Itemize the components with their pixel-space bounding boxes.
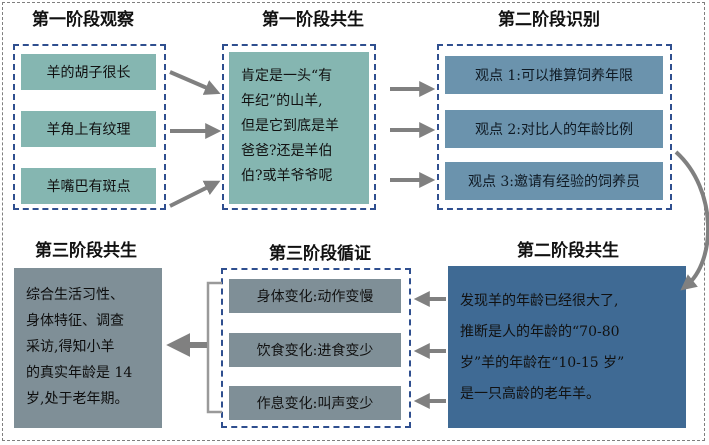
arrow-curve-down — [674, 150, 709, 291]
stage1-observe-title: 第一阶段观察 — [32, 10, 134, 30]
stage3-cocreate-line: 岁,处于老年期。 — [26, 391, 129, 407]
stage1-cocreate-group — [222, 44, 376, 210]
stage2-cocreate-line: 岁”羊的年龄在“10-15 岁” — [460, 355, 625, 371]
stage2-cocreate-line: 发现羊的年龄已经很大了, — [460, 293, 619, 309]
stage3-evidence-title: 第三阶段循证 — [269, 244, 371, 264]
stage2-cocreate-line: 是一只高龄的老年羊。 — [460, 386, 600, 402]
arrow-right — [169, 70, 221, 95]
stage1-cocreate-title: 第一阶段共生 — [262, 10, 364, 30]
stage3-cocreate-line: 综合生活习性、 — [26, 287, 124, 303]
identify-item-keeper: 观点 3:邀请有经验的饲养员 — [445, 162, 663, 200]
observe-item-beard: 羊的胡子很长 — [21, 54, 156, 90]
identify-item-ratio: 观点 2:对比人的年龄比例 — [445, 110, 663, 148]
evidence-item-diet: 饮食变化:进食变少 — [229, 333, 401, 367]
stage3-cocreate-title: 第三阶段共生 — [35, 241, 137, 261]
stage3-cocreate-line: 的真实年龄是 14 — [26, 365, 133, 381]
identify-item-years: 观点 1:可以推算饲养年限 — [445, 56, 663, 94]
stage3-evidence-group — [221, 268, 411, 428]
stage1-cocreate-line: 伯?或羊爷爷呢 — [241, 168, 333, 184]
arrow-right — [169, 180, 221, 208]
diagram-frame — [2, 2, 705, 441]
stage1-cocreate-line: 肯定是一头“有 — [241, 68, 333, 84]
stage2-cocreate-title: 第二阶段共生 — [517, 241, 619, 261]
stage2-identify-title: 第二阶段识别 — [498, 10, 600, 30]
stage3-cocreate-line: 采访,得知小羊 — [26, 339, 115, 355]
stage2-cocreate-box: 发现羊的年龄已经很大了, 推断是人的年龄的“70-80 岁”羊的年龄在“10-1… — [448, 266, 686, 428]
evidence-bracket — [206, 281, 222, 414]
observe-item-mouth: 羊嘴巴有斑点 — [21, 168, 156, 204]
stage2-cocreate-line: 推断是人的年龄的“70-80 — [460, 324, 620, 340]
evidence-item-routine: 作息变化:叫声变少 — [229, 386, 401, 420]
stage1-observe-group — [13, 44, 166, 210]
stage1-cocreate-line: 爸爸?还是羊伯 — [241, 143, 333, 159]
stage1-cocreate-box: 肯定是一头“有 年纪”的山羊, 但是它到底是羊 爸爸?还是羊伯 伯?或羊爷爷呢 — [229, 52, 369, 204]
evidence-item-body: 身体变化:动作变慢 — [229, 279, 401, 313]
stage2-identify-group — [437, 44, 672, 210]
stage1-cocreate-line: 但是它到底是羊 — [241, 118, 339, 134]
stage3-cocreate-line: 身体特征、调查 — [26, 313, 124, 329]
stage3-cocreate-box: 综合生活习性、 身体特征、调查 采访,得知小羊 的真实年龄是 14 岁,处于老年… — [14, 268, 162, 428]
observe-item-horn: 羊角上有纹理 — [21, 111, 156, 147]
stage1-cocreate-line: 年纪”的山羊, — [241, 93, 323, 109]
